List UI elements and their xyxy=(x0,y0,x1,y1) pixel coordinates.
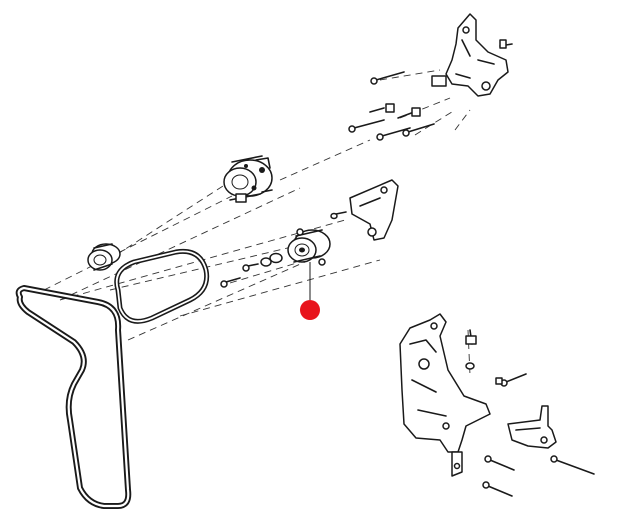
side-bracket xyxy=(507,405,557,449)
idler-fasteners xyxy=(220,252,283,288)
lower-bracket xyxy=(399,313,491,477)
idler-pulley[interactable] xyxy=(287,228,331,266)
crank-pulley xyxy=(87,243,121,271)
serpentine-belt xyxy=(15,285,132,509)
lower-bolts xyxy=(465,329,595,497)
upper-bracket xyxy=(431,13,513,97)
idler-bracket xyxy=(330,179,399,241)
upper-bolts xyxy=(348,71,435,141)
highlight-marker-dot[interactable] xyxy=(300,300,320,320)
alternator xyxy=(223,155,273,203)
accessory-belt xyxy=(114,248,210,324)
part-callout xyxy=(300,262,320,320)
